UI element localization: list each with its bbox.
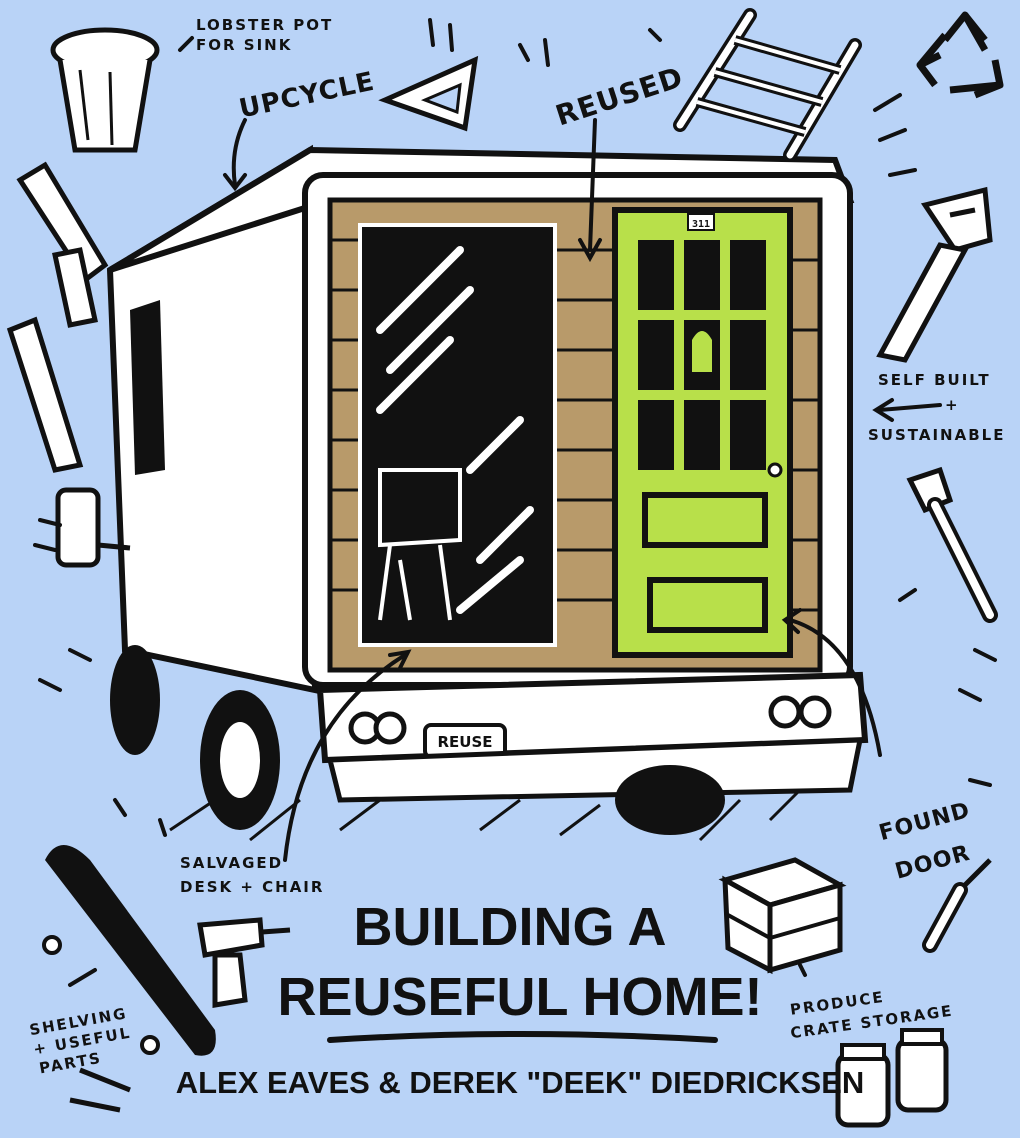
drill-icon (197, 917, 291, 1008)
title-line1: BUILDING A (354, 897, 667, 957)
side-mirror (55, 487, 101, 568)
lobster-pot-icon (50, 27, 160, 153)
screwdriver-icon (922, 858, 992, 953)
label-self-built-line1: SELF BUILT (878, 371, 991, 389)
label-salvaged-line2: DESK + CHAIR (180, 878, 324, 896)
label-self-built-line2: SUSTAINABLE (868, 426, 1005, 444)
label-salvaged-line1: SALVAGED (180, 854, 283, 872)
set-square-icon (378, 55, 479, 132)
jar-icon (835, 1028, 949, 1128)
license-plate-text: REUSE (437, 733, 492, 751)
title-line2: REUSEFUL HOME! (277, 967, 762, 1027)
label-found-door-line1: FOUND (876, 798, 973, 846)
arrows (68, 36, 942, 987)
label-lobster-pot-line1: LOBSTER POT (196, 16, 333, 34)
label-reused: REUSED (552, 60, 688, 132)
door-number: 311 (692, 219, 710, 230)
ghost-icon (692, 331, 712, 372)
skateboard-icon (42, 845, 216, 1113)
glass-window (358, 223, 557, 647)
title-underline (327, 1031, 718, 1043)
recycle-icon (916, 11, 1004, 99)
road-hatch (169, 788, 802, 842)
tiny-house-truck: 311 REUSE (55, 144, 869, 842)
wood-plank-icon (6, 161, 109, 473)
crate-icon (718, 857, 847, 975)
pipe-wrench-icon (906, 466, 998, 623)
found-door: 311 (612, 207, 793, 658)
label-upcycle: UPCYCLE (237, 67, 378, 125)
label-lobster-pot-line2: FOR SINK (196, 36, 292, 54)
handsaw-icon (876, 186, 993, 363)
desk-chair (378, 468, 462, 621)
label-found-door-line2: DOOR (893, 841, 973, 885)
authors: ALEX EAVES & DEREK "DEEK" DIEDRICKSEN (176, 1065, 865, 1100)
decorative-ticks (33, 18, 997, 837)
label-self-built-plus: + (945, 396, 960, 414)
ladder-icon (673, 8, 862, 162)
